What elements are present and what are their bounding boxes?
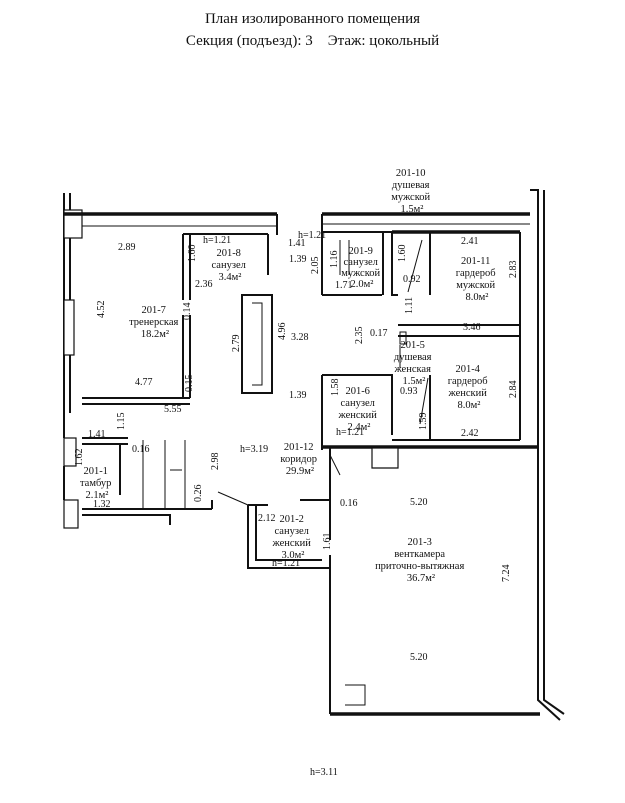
room-label-201-6: 201-6 санузел женский 2.4м² [337, 386, 379, 433]
dim-label: 1.71 [335, 280, 353, 291]
dim-label: 1.11 [404, 297, 415, 314]
dim-label: 1.62 [74, 449, 85, 467]
dim-label: 5.20 [410, 652, 428, 663]
room-label-201-8: 201-8 санузел 3.4м² [212, 248, 249, 283]
dim-label: 1.60 [187, 245, 198, 263]
dim-label: 2.89 [118, 242, 136, 253]
dim-label: 3.28 [291, 332, 309, 343]
dim-label: 0.15 [184, 375, 195, 393]
dim-label: 2.36 [195, 279, 213, 290]
dim-label: 5.55 [164, 404, 182, 415]
dimension-labels: 2.89 4.52 1.60 2.36 0.14 4.77 0.15 5.55 … [74, 236, 519, 663]
dim-label: 5.20 [410, 497, 428, 508]
dim-label: 1.32 [93, 499, 111, 510]
dim-label: 2.42 [461, 428, 479, 439]
dim-label: 0.17 [370, 328, 388, 339]
height-label: h=1.21 [336, 427, 364, 438]
dim-label: 0.92 [403, 274, 421, 285]
height-label: h=1.21 [272, 558, 300, 569]
dim-label: 2.35 [354, 327, 365, 345]
dim-label: 2.79 [231, 335, 242, 353]
dim-label: 1.60 [397, 245, 408, 263]
dim-label: 2.12 [258, 513, 276, 524]
room-label-201-1: 201-1 тамбур 2.1м² [80, 466, 114, 501]
height-label: h=1.21 [298, 230, 326, 241]
dim-label: 1.15 [116, 413, 127, 431]
dim-label: 0.16 [340, 498, 358, 509]
height-label: h=1.21 [203, 235, 231, 246]
room-label-201-5: 201-5 душевая женская 1.5м² [393, 340, 434, 387]
dim-label: 0.93 [400, 386, 418, 397]
room-label-201-2: 201-2 санузел женский 3.0м² [271, 514, 313, 561]
dim-label: 2.84 [508, 381, 519, 399]
dim-label: 2.05 [310, 257, 321, 275]
dim-label: 3.46 [463, 322, 481, 333]
dim-label: 0.26 [193, 485, 204, 503]
room-label-201-3: 201-3 венткамера приточно-вытяжная 36.7м… [375, 537, 467, 584]
dim-label: 2.98 [210, 453, 221, 471]
dim-label: 7.24 [501, 565, 512, 583]
dim-label: 0.14 [182, 303, 193, 321]
dim-label: 0.16 [132, 444, 150, 455]
footer-height-note: h=3.11 [310, 767, 338, 778]
room-labels: 201-1 тамбур 2.1м² 201-2 санузел женский… [80, 168, 499, 584]
dim-label: 4.77 [135, 377, 153, 388]
dim-label: 1.16 [329, 251, 340, 269]
dim-label: 1.58 [330, 379, 341, 397]
dim-label: 1.41 [288, 238, 306, 249]
plan-title: План изолированного помещения [204, 11, 421, 27]
dim-label: 4.96 [277, 323, 288, 341]
height-labels: h=1.21 h=1.21 h=3.19 h=1.21 h=1.21 [203, 230, 364, 569]
room-label-201-10: 201-10 душевая мужской 1.5м² [391, 168, 433, 215]
room-label-201-4: 201-4 гардероб женский 8.0м² [447, 364, 490, 411]
dim-label: 2.83 [508, 261, 519, 279]
dim-label: 4.52 [96, 301, 107, 319]
room-label-201-7: 201-7 тренерская 18.2м² [129, 305, 181, 340]
plan-subtitle: Секция (подъезд): 3 Этаж: цокольный [185, 33, 440, 49]
dim-label: 1.39 [289, 390, 307, 401]
room-label-201-12: 201-12 коридор 29.9м² [280, 442, 319, 477]
height-label: h=3.19 [240, 444, 268, 455]
walls [63, 189, 565, 721]
dim-label: 1.61 [322, 533, 333, 551]
dim-label: 1.41 [88, 429, 106, 440]
dim-label: 2.41 [461, 236, 479, 247]
room-label-201-9: 201-9 санузел мужской 2.0м² [341, 246, 383, 290]
dim-label: 1.59 [418, 413, 429, 431]
dim-label: 1.39 [289, 254, 307, 265]
room-label-201-11: 201-11 гардероб мужской 8.0м² [456, 256, 499, 303]
